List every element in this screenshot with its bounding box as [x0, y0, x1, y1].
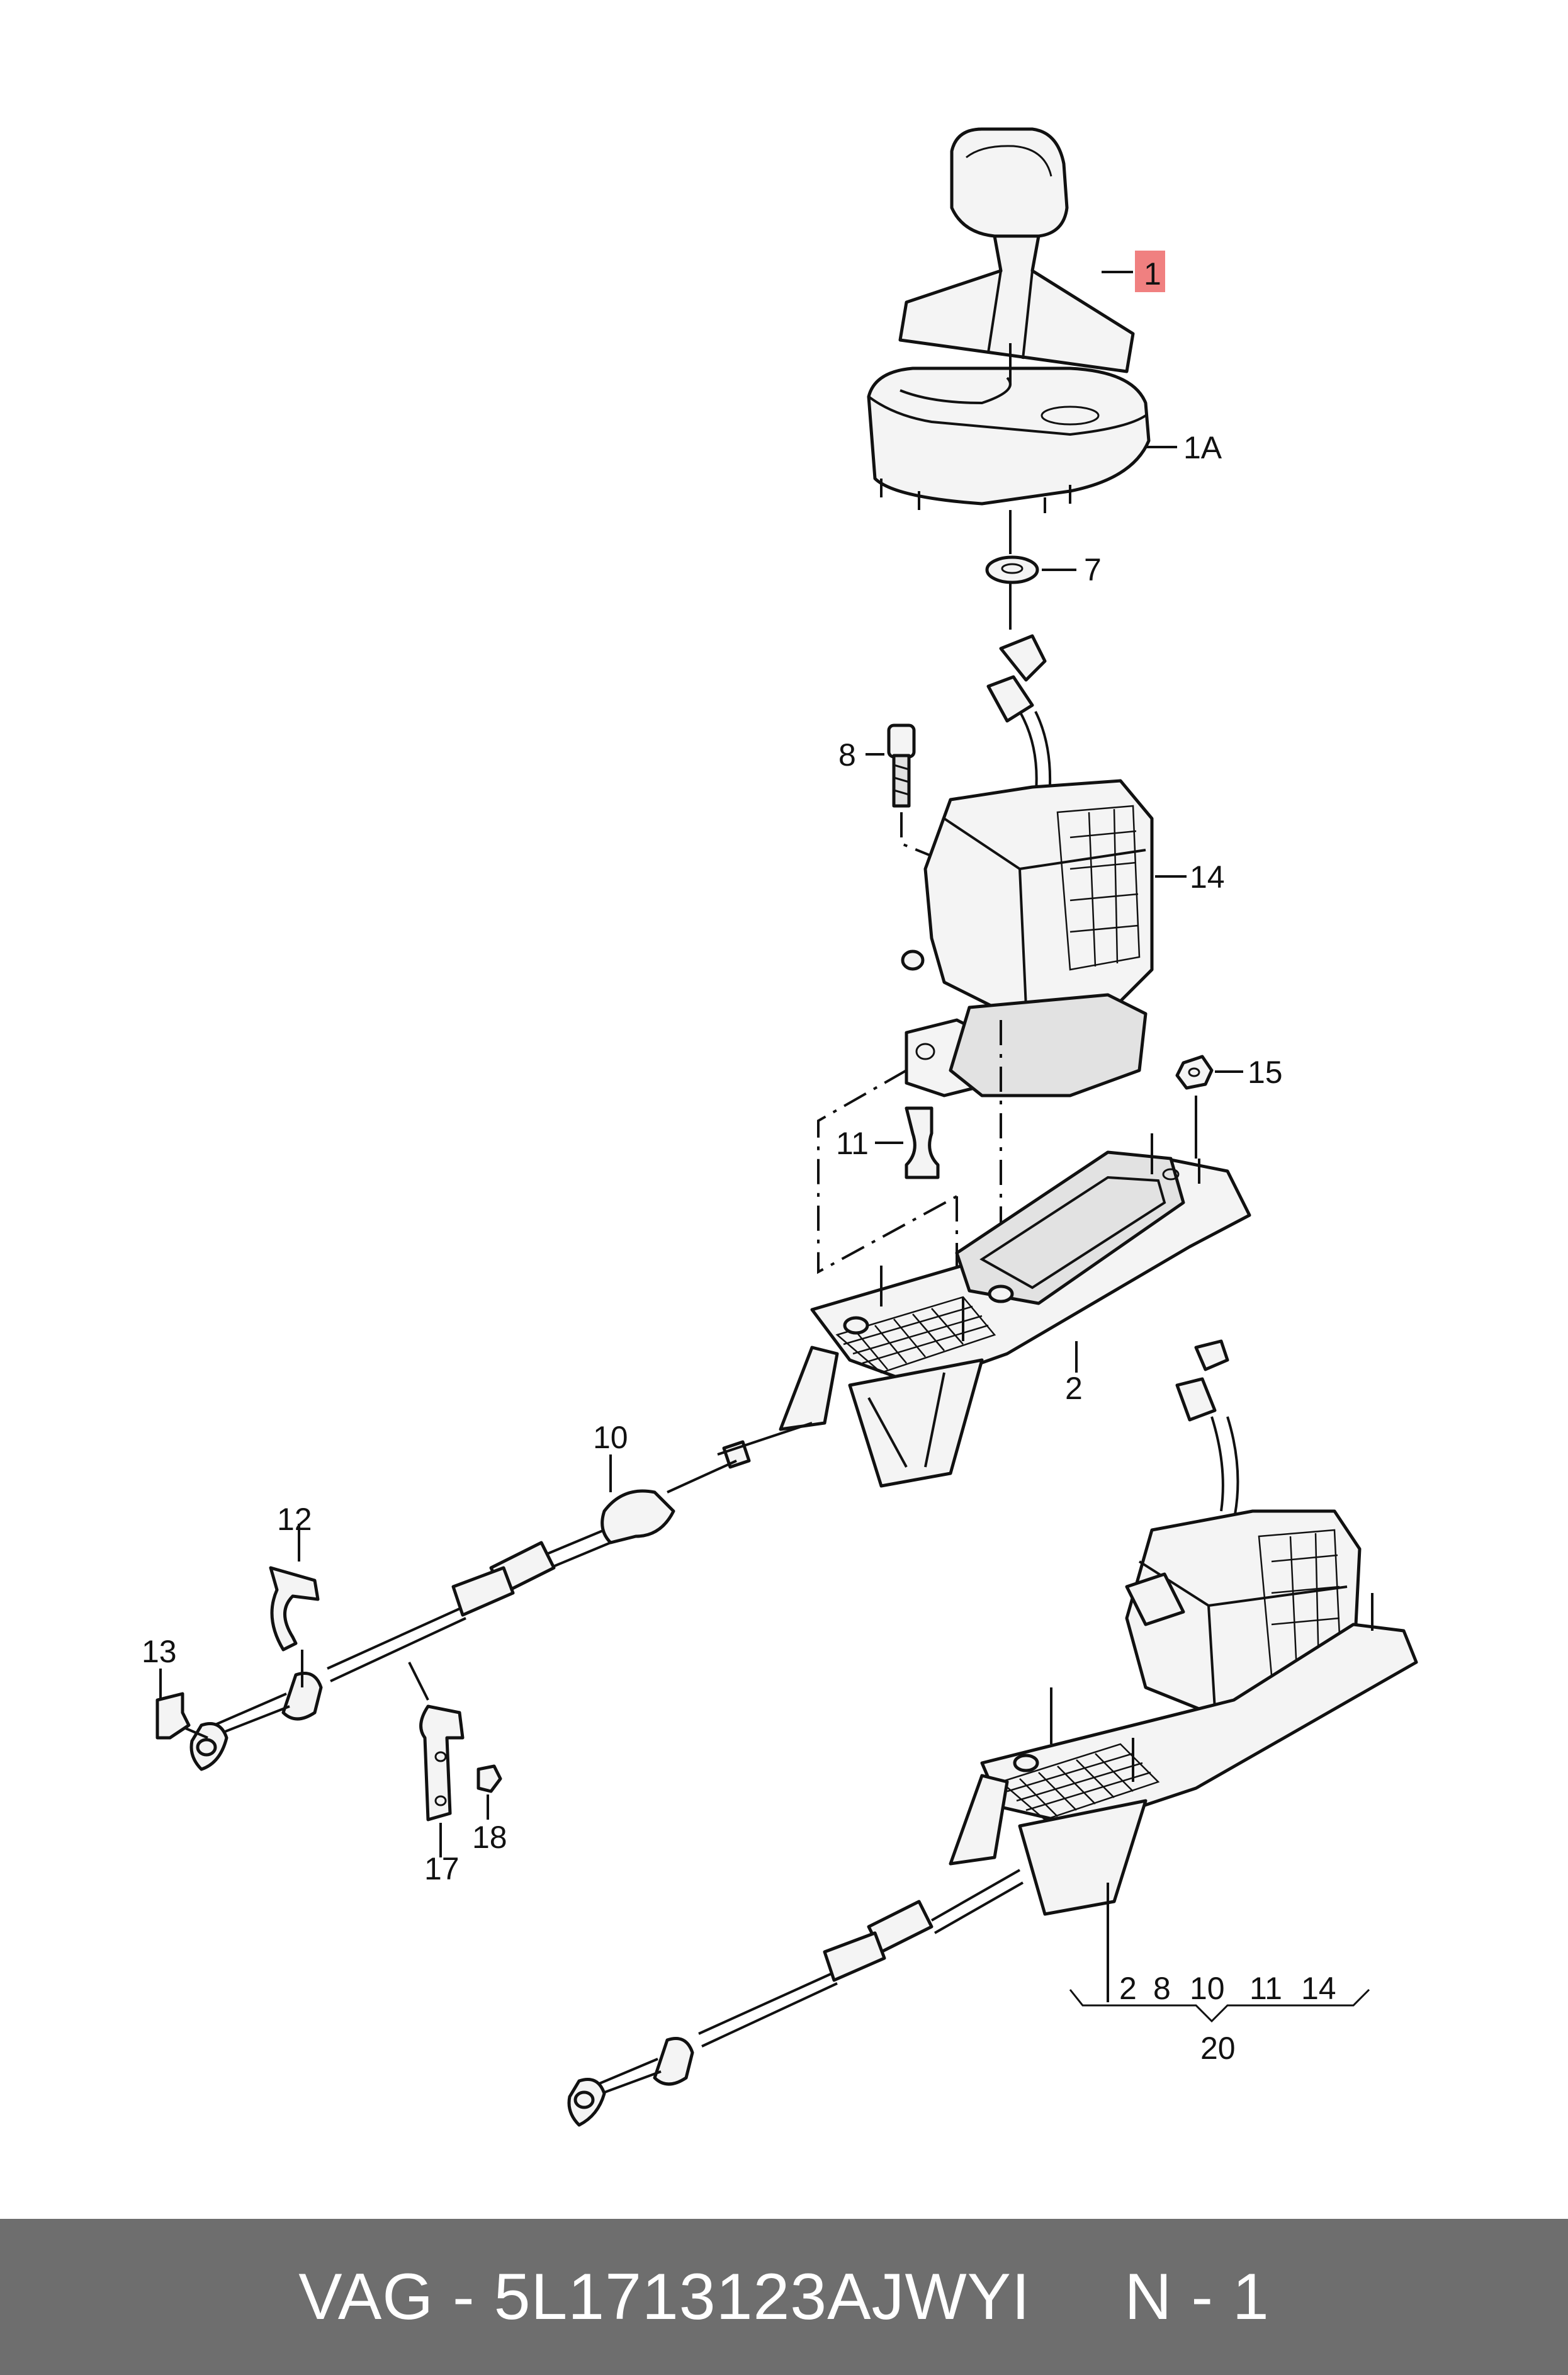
gear-knob-with-boot — [898, 127, 1135, 373]
callout-1: 1 — [1144, 256, 1161, 292]
bracket-part-17 — [408, 1662, 465, 1857]
callout-1a: 1A — [1183, 430, 1222, 465]
clip-part-12 — [269, 1524, 320, 1687]
clip-part-13 — [155, 1669, 208, 1740]
leader-lines — [609, 251, 1370, 2023]
gear-selector-mechanism — [901, 634, 1154, 1097]
callout-14: 14 — [1190, 859, 1225, 895]
screw-part-8 — [887, 723, 995, 883]
callout-group-11: 11 — [1249, 1971, 1282, 2006]
callout-10: 10 — [593, 1420, 628, 1455]
callout-1-highlight — [1135, 251, 1165, 292]
callout-13: 13 — [142, 1634, 177, 1669]
callout-7: 7 — [1084, 552, 1102, 587]
callout-group-10: 10 — [1190, 1971, 1225, 2006]
callout-12: 12 — [277, 1502, 312, 1537]
callout-15: 15 — [1248, 1055, 1283, 1090]
nut-part-15 — [1175, 1055, 1214, 1159]
selector-cable — [189, 1422, 813, 1771]
callout-11: 11 — [836, 1126, 869, 1161]
callout-17: 17 — [424, 1851, 460, 1886]
footer-bar: VAG - 5L1713123AJWYI N - 1 — [0, 2219, 1568, 2375]
footer-part-number: VAG - 5L1713123AJWYI N - 1 — [298, 2260, 1270, 2333]
parts-diagram: 1 1A 7 8 14 15 11 2 10 12 13 17 18 2 8 1… — [142, 127, 1418, 2127]
screw-part-18 — [477, 1764, 502, 1820]
callout-group-8: 8 — [1153, 1971, 1171, 2006]
washer-part-7 — [985, 510, 1039, 630]
callout-18: 18 — [472, 1820, 507, 1855]
callout-group-14: 14 — [1301, 1971, 1336, 2006]
complete-assembly-part-20 — [567, 1339, 1418, 2127]
callout-group-2: 2 — [1119, 1971, 1137, 2006]
housing-base-plate — [779, 1133, 1251, 1488]
callout-2: 2 — [1065, 1371, 1083, 1406]
callout-8: 8 — [838, 737, 856, 773]
callout-labels: 1 1A 7 8 14 15 11 2 10 12 13 17 18 2 8 1… — [142, 256, 1336, 2066]
callout-20: 20 — [1200, 2031, 1236, 2066]
